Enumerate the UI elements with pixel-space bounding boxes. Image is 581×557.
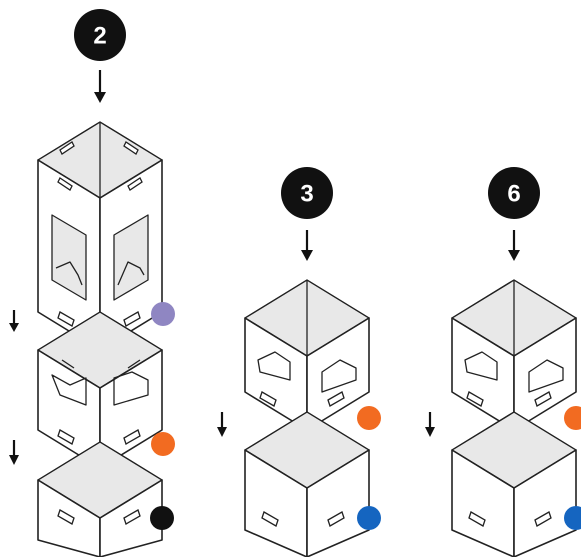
step-3: 3 <box>217 167 381 557</box>
step-number: 2 <box>93 23 106 50</box>
lower-box <box>244 411 370 557</box>
tall-box <box>37 121 163 351</box>
down-arrow-icon <box>94 70 106 103</box>
step-number: 3 <box>300 181 313 208</box>
step-badge-circle <box>488 167 540 219</box>
down-arrow-icon <box>508 230 520 261</box>
bottom-box <box>37 441 163 557</box>
step-badge: 6 <box>488 167 540 219</box>
orange-dot <box>564 406 581 430</box>
upper-box <box>451 279 577 431</box>
down-arrow-icon <box>425 412 435 437</box>
step-number: 6 <box>507 181 520 208</box>
black-dot <box>150 506 174 530</box>
down-arrow-icon <box>9 440 19 465</box>
down-arrow-icon <box>9 310 19 332</box>
down-arrow-icon <box>301 230 313 261</box>
step-2: 2 <box>9 9 175 557</box>
upper-box <box>244 279 370 431</box>
blue-dot <box>564 506 581 530</box>
orange-dot <box>357 406 381 430</box>
step-badge-circle <box>74 9 126 61</box>
step-badge: 3 <box>281 167 333 219</box>
step-badge: 2 <box>74 9 126 61</box>
orange-dot <box>151 432 175 456</box>
purple-dot <box>151 302 175 326</box>
down-arrow-icon <box>217 412 227 437</box>
lower-box <box>451 411 577 557</box>
step-6: 6 <box>425 167 581 557</box>
step-badge-circle <box>281 167 333 219</box>
blue-dot <box>357 506 381 530</box>
